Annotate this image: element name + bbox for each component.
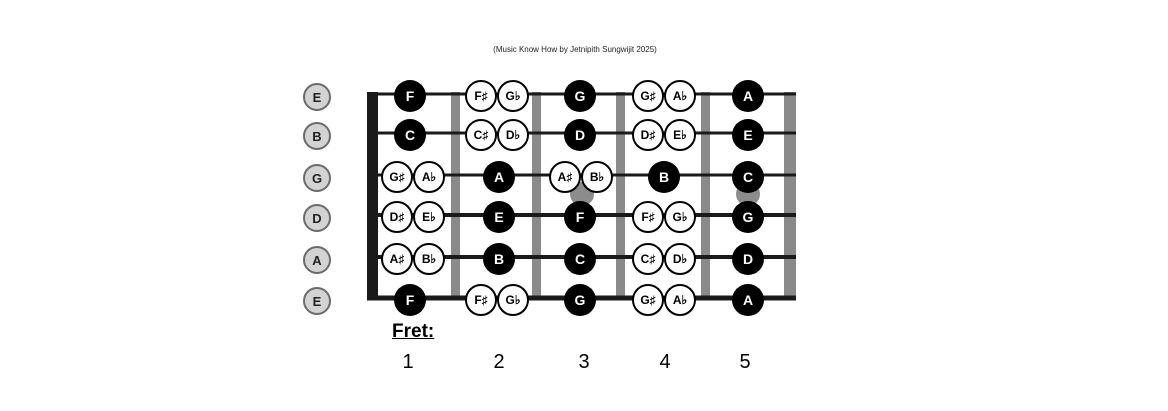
fret-bar-5	[784, 92, 796, 300]
fret-number-4: 4	[659, 351, 671, 373]
open-string-5: A	[303, 246, 331, 274]
note-sharp-s5-f4: C♯	[632, 243, 664, 275]
open-string-4: D	[303, 204, 331, 232]
fret-number-3: 3	[578, 351, 590, 373]
note-flat-s4-f1: E♭	[413, 201, 445, 233]
note-natural-s2-f5: E	[732, 119, 764, 151]
note-natural-s3-f4: B	[648, 161, 680, 193]
note-natural-s5-f2: B	[483, 243, 515, 275]
note-natural-s6-f1: F	[394, 284, 426, 316]
note-flat-s2-f2: D♭	[497, 119, 529, 151]
note-natural-s1-f1: F	[394, 80, 426, 112]
note-sharp-s1-f4: G♯	[632, 80, 664, 112]
note-natural-s1-f3: G	[564, 80, 596, 112]
note-flat-s6-f4: A♭	[664, 284, 696, 316]
nut	[367, 92, 378, 300]
note-flat-s4-f4: G♭	[664, 201, 696, 233]
fret-number-1: 1	[402, 351, 414, 373]
note-sharp-s4-f1: D♯	[381, 201, 413, 233]
note-sharp-s3-f1: G♯	[381, 161, 413, 193]
open-string-6: E	[303, 287, 331, 315]
note-sharp-s3-f3: A♯	[549, 161, 581, 193]
note-natural-s4-f5: G	[732, 201, 764, 233]
fret-bar-3	[616, 92, 625, 300]
note-flat-s1-f2: G♭	[497, 80, 529, 112]
note-natural-s3-f5: C	[732, 161, 764, 193]
note-natural-s6-f3: G	[564, 284, 596, 316]
note-flat-s2-f4: E♭	[664, 119, 696, 151]
note-natural-s5-f5: D	[732, 243, 764, 275]
open-string-1: E	[303, 83, 331, 111]
note-sharp-s2-f4: D♯	[632, 119, 664, 151]
note-sharp-s6-f4: G♯	[632, 284, 664, 316]
fret-bar-4	[701, 92, 710, 300]
note-flat-s5-f4: D♭	[664, 243, 696, 275]
fret-bar-2	[532, 92, 541, 300]
fret-number-5: 5	[739, 351, 751, 373]
note-flat-s3-f3: B♭	[581, 161, 613, 193]
note-natural-s5-f3: C	[564, 243, 596, 275]
note-natural-s4-f2: E	[483, 201, 515, 233]
credit-text: (Music Know How by Jetnipith Sungwijit 2…	[493, 45, 657, 54]
note-natural-s2-f1: C	[394, 119, 426, 151]
note-natural-s3-f2: A	[483, 161, 515, 193]
fret-number-2: 2	[493, 351, 505, 373]
open-string-2: B	[303, 122, 331, 150]
fret-label: Fret:	[392, 321, 435, 342]
note-natural-s4-f3: F	[564, 201, 596, 233]
note-flat-s6-f2: G♭	[497, 284, 529, 316]
note-natural-s6-f5: A	[732, 284, 764, 316]
note-sharp-s6-f2: F♯	[465, 284, 497, 316]
note-flat-s5-f1: B♭	[413, 243, 445, 275]
note-natural-s2-f3: D	[564, 119, 596, 151]
note-sharp-s2-f2: C♯	[465, 119, 497, 151]
fret-bar-1	[451, 92, 460, 300]
note-flat-s3-f1: A♭	[413, 161, 445, 193]
note-sharp-s1-f2: F♯	[465, 80, 497, 112]
note-sharp-s5-f1: A♯	[381, 243, 413, 275]
open-string-3: G	[303, 164, 331, 192]
note-sharp-s4-f4: F♯	[632, 201, 664, 233]
note-flat-s1-f4: A♭	[664, 80, 696, 112]
note-natural-s1-f5: A	[732, 80, 764, 112]
